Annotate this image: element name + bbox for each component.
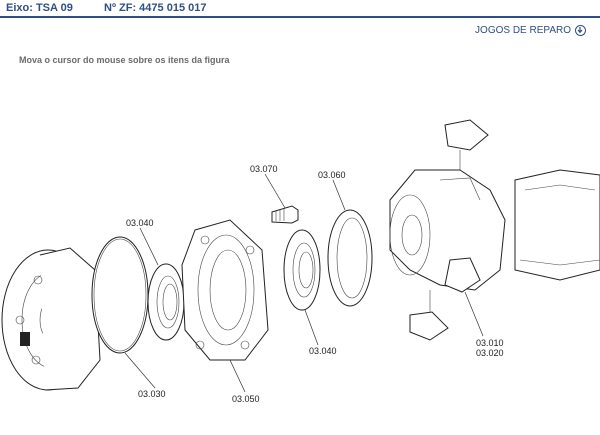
bearing-right[interactable] bbox=[283, 229, 321, 311]
arrow-down-circle-icon bbox=[575, 25, 586, 36]
bearing-left[interactable] bbox=[147, 263, 185, 341]
repair-kits-link[interactable]: JOGOS DE REPARO bbox=[475, 25, 586, 36]
part-label-03050[interactable]: 03.050 bbox=[232, 394, 260, 404]
repair-kits-label: JOGOS DE REPARO bbox=[475, 25, 571, 36]
axle-label: Eixo: TSA 09 bbox=[6, 2, 73, 14]
seal-ring[interactable] bbox=[327, 209, 373, 307]
part-label-03020[interactable]: 03.020 bbox=[476, 348, 504, 358]
part-label-03040-left[interactable]: 03.040 bbox=[126, 218, 154, 228]
part-label-03010[interactable]: 03.010 bbox=[476, 338, 504, 348]
part-label-03070[interactable]: 03.070 bbox=[250, 164, 278, 174]
steering-knuckle[interactable] bbox=[389, 119, 506, 341]
bolt[interactable] bbox=[271, 205, 299, 224]
part-label-03030[interactable]: 03.030 bbox=[138, 389, 166, 399]
header-bar: Eixo: TSA 09 Nº ZF: 4475 015 017 bbox=[0, 0, 600, 18]
instruction-text: Mova o cursor do mouse sobre os itens da… bbox=[19, 55, 230, 65]
zf-number-label: Nº ZF: 4475 015 017 bbox=[104, 2, 207, 14]
part-label-03060[interactable]: 03.060 bbox=[318, 170, 346, 180]
exploded-view-diagram: 03.070 03.060 03.040 03.040 03.030 03.05… bbox=[1, 119, 600, 404]
wheel-carrier[interactable] bbox=[181, 219, 269, 361]
snap-ring[interactable] bbox=[91, 236, 149, 354]
wheel-hub[interactable] bbox=[1, 247, 101, 391]
axle-housing[interactable] bbox=[514, 169, 600, 281]
part-label-03040-right[interactable]: 03.040 bbox=[309, 346, 337, 356]
